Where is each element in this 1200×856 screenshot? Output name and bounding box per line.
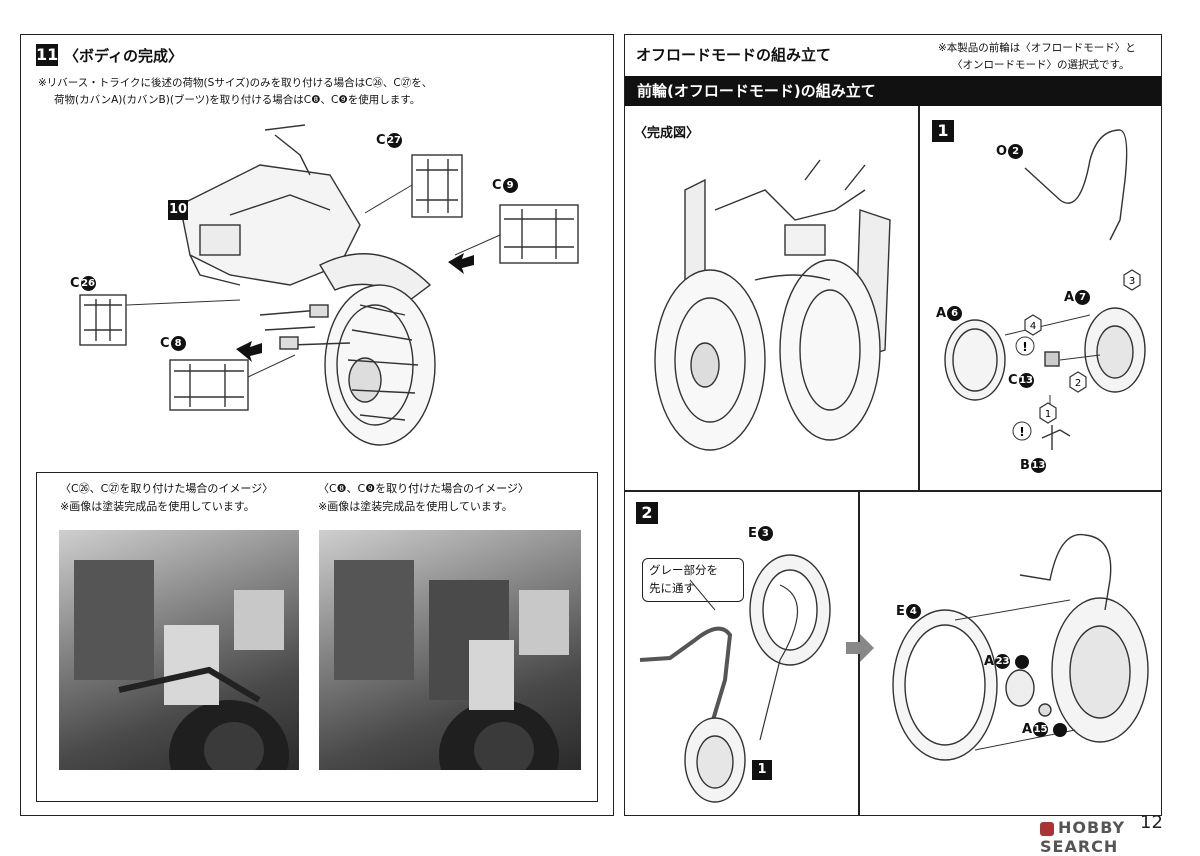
step-11-note-line1: ※リバース・トライクに後述の荷物(Sサイズ)のみを取り付ける場合はC㉖、C㉗を、 bbox=[38, 77, 433, 89]
image2-note: ※画像は塗装完成品を使用しています。 bbox=[318, 500, 513, 513]
part-number-c9: 9 bbox=[502, 178, 518, 193]
step-11-badge: 11 bbox=[36, 44, 59, 66]
step-11-title: 〈ボディの完成〉 bbox=[64, 47, 183, 65]
completed-view-label: 〈完成図〉 bbox=[634, 126, 700, 141]
step-2-badge: 2 bbox=[636, 502, 658, 524]
part-number-c13: 13 bbox=[1018, 373, 1034, 388]
part-number-c27: 27 bbox=[386, 133, 402, 148]
image1-caption: 〈C㉖、C㉗を取り付けた場合のイメージ〉 bbox=[60, 482, 274, 495]
order-step-2: 2 bbox=[1075, 378, 1081, 389]
part-number-a23: 23 bbox=[995, 654, 1011, 669]
warning-icon-1: ! bbox=[1022, 340, 1027, 354]
step-2-panel bbox=[624, 490, 1162, 816]
page-number: 12 bbox=[1140, 812, 1163, 833]
part-number-a7: 7 bbox=[1075, 290, 1091, 305]
offroad-assembly-panel bbox=[624, 34, 1162, 492]
image2-photo-c8-c9 bbox=[319, 530, 581, 770]
part-number-e4: 4 bbox=[905, 604, 921, 619]
step-1-badge: 1 bbox=[932, 120, 954, 142]
image1-photo-c26-c27 bbox=[59, 530, 299, 770]
part-number-c8: 8 bbox=[170, 336, 186, 351]
step-1-reference-badge: 1 bbox=[752, 760, 772, 780]
example-images-box bbox=[36, 472, 598, 802]
order-step-3: 3 bbox=[1129, 276, 1135, 287]
step-1-diagram: 3 4 2 1 ! ! bbox=[944, 129, 1146, 450]
step-2-left-diagram bbox=[639, 554, 831, 803]
order-step-4: 4 bbox=[1030, 321, 1036, 332]
completed-view-divider bbox=[918, 106, 920, 492]
hobby-search-watermark: HOBBY SEARCH bbox=[1040, 818, 1126, 856]
image2-caption: 〈C❽、C❾を取り付けた場合のイメージ〉 bbox=[318, 482, 529, 495]
front-wheel-note-line1: ※本製品の前輪は〈オフロードモード〉と bbox=[938, 42, 1136, 54]
warning-icon-2: ! bbox=[1019, 425, 1024, 439]
part-number-a15: 15 bbox=[1033, 722, 1049, 737]
completed-front-wheel-diagram bbox=[654, 159, 891, 451]
watermark-logo-icon bbox=[1040, 821, 1054, 836]
image1-note: ※画像は塗装完成品を使用しています。 bbox=[60, 500, 255, 513]
instruction-callout: グレー部分を 先に通す bbox=[642, 558, 744, 602]
part-number-o2: 2 bbox=[1008, 144, 1024, 159]
step-10-reference-badge: 10 bbox=[168, 200, 188, 220]
front-wheel-offroad-bar: 前輪(オフロードモード)の組み立て bbox=[625, 76, 1161, 106]
glue-icon bbox=[1052, 722, 1067, 737]
part-number-a6: 6 bbox=[947, 306, 963, 321]
callout-line1: グレー部分を bbox=[649, 563, 718, 577]
glue-icon bbox=[1014, 654, 1029, 669]
part-number-e3: 3 bbox=[757, 526, 773, 541]
offroad-section-title: オフロードモードの組み立て bbox=[636, 46, 832, 64]
part-number-b13: 13 bbox=[1030, 458, 1046, 473]
part-number-c26: 26 bbox=[80, 276, 96, 291]
step-2-right-diagram bbox=[892, 533, 1149, 761]
front-wheel-note-line2: 〈オンロードモード〉の選択式です。 bbox=[952, 59, 1130, 71]
trike-body-diagram bbox=[79, 124, 579, 446]
next-arrow-icon bbox=[846, 634, 874, 662]
order-step-1: 1 bbox=[1045, 409, 1051, 420]
body-completion-panel bbox=[20, 34, 614, 816]
step-11-note-line2: 荷物(カバンA)(カバンB)(ブーツ)を取り付ける場合はC❽、C❾を使用します。 bbox=[54, 94, 421, 106]
callout-line2: 先に通す bbox=[649, 581, 695, 595]
